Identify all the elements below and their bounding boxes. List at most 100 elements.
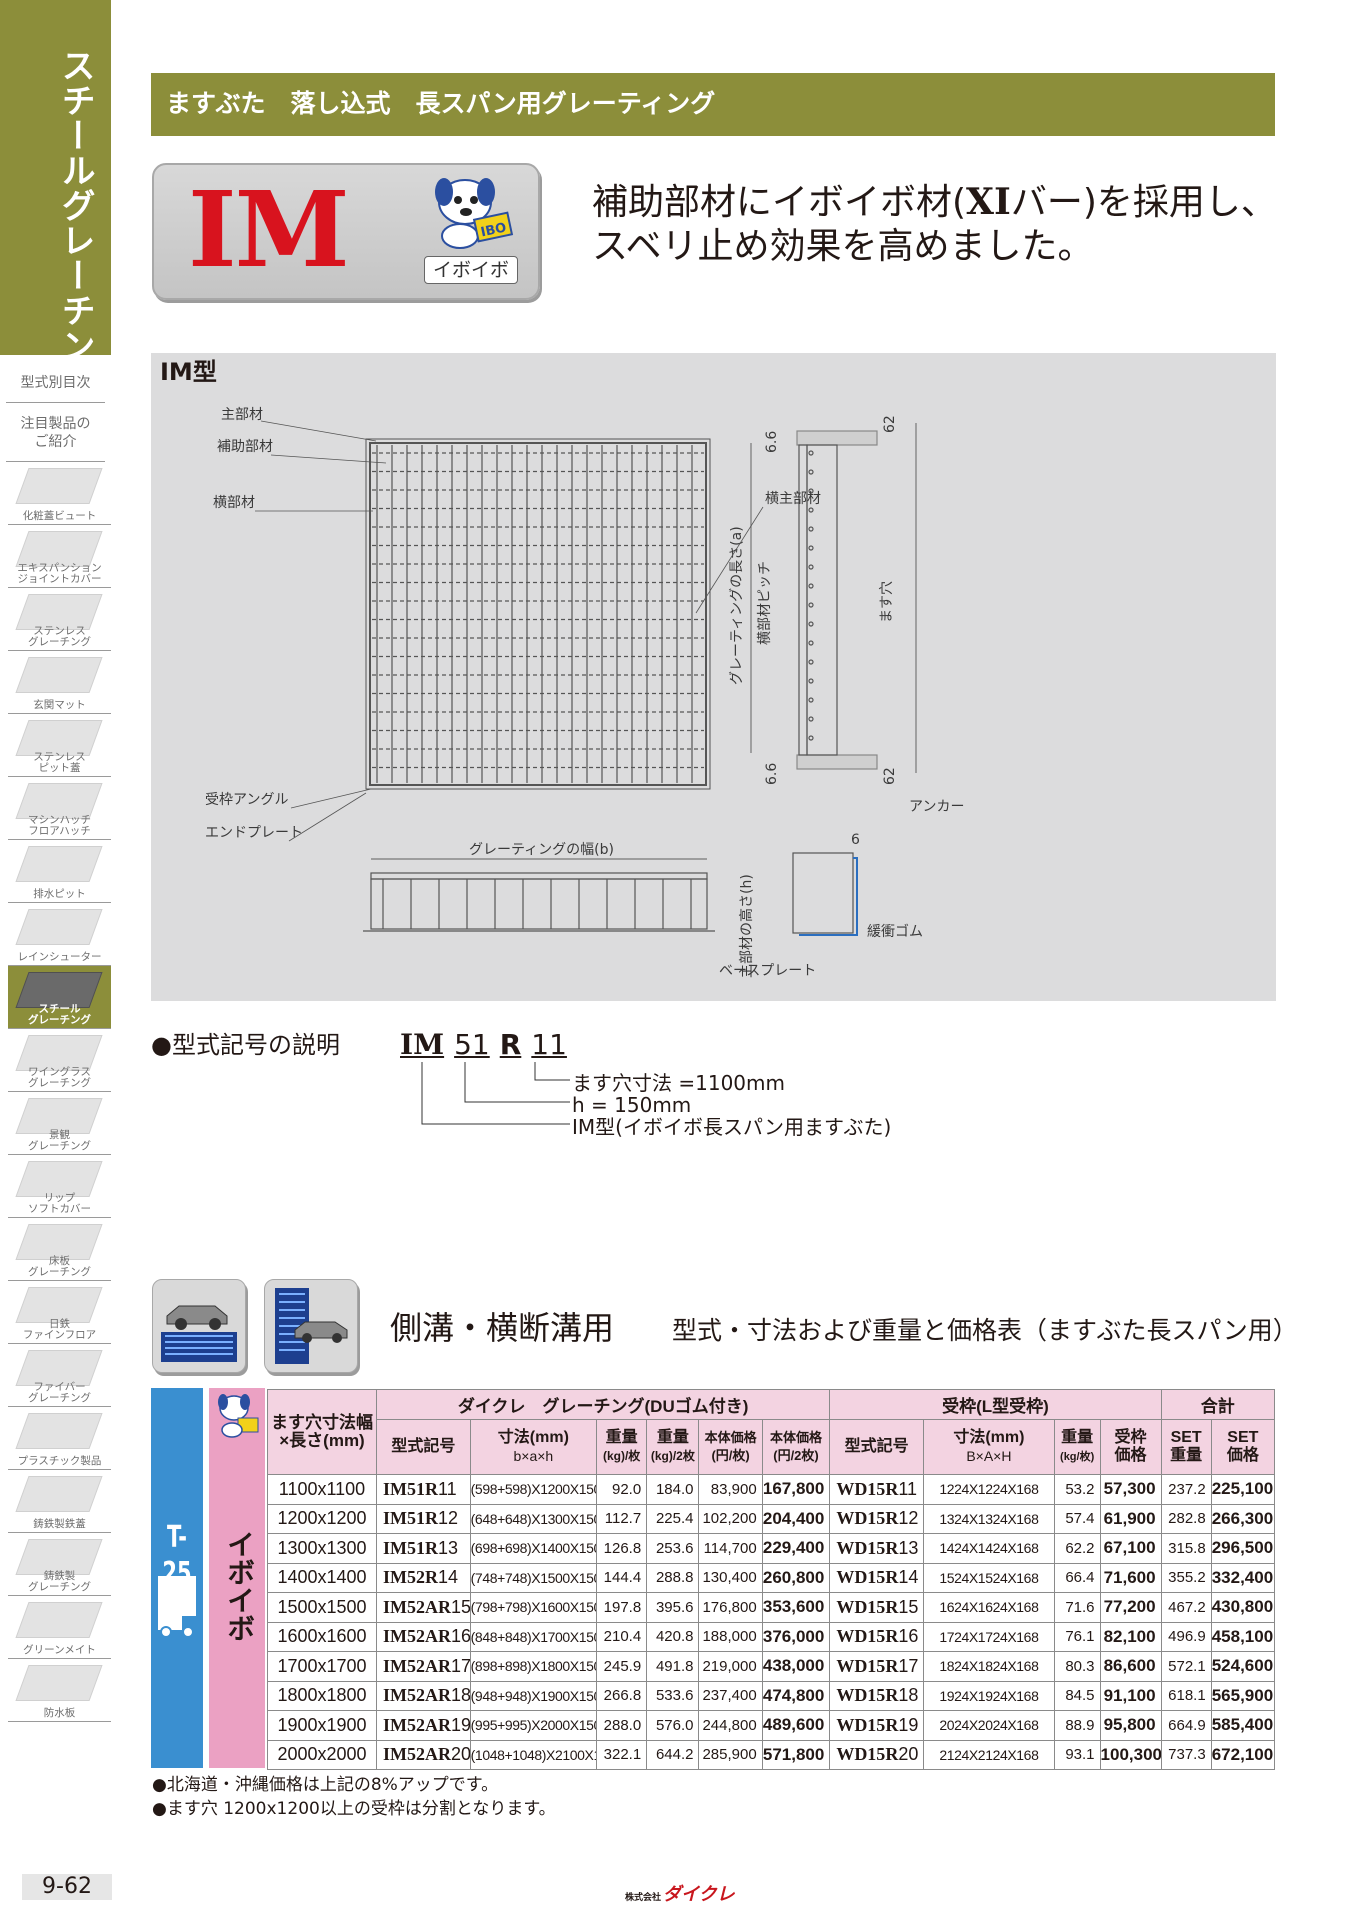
cell-set-price: 430,800 <box>1210 1592 1276 1623</box>
cell-grating-price-2: 353,600 <box>761 1592 831 1623</box>
cell-grating-weight-1: 144.4 <box>596 1562 648 1593</box>
side-tick <box>808 621 814 627</box>
cell-grating-price-1: 114,700 <box>698 1533 763 1564</box>
sidebar-item-19[interactable]: 防水板 <box>8 1659 111 1722</box>
cell-grating-weight-2: 644.2 <box>646 1739 700 1770</box>
label-cross-main-member: 横主部材 <box>765 491 821 507</box>
sidebar-item-label: エキスパンション ジョイントカバー <box>17 562 102 585</box>
sidebar-text-link-1[interactable]: 注目製品の ご紹介 <box>6 403 105 462</box>
sidebar-item-2[interactable]: ステンレス グレーチング <box>8 588 111 651</box>
sidebar-item-17[interactable]: 鋳鉄製 グレーチング <box>8 1533 111 1596</box>
frame-outline <box>365 438 711 790</box>
cell-frame-type-pre: WD15 <box>836 1685 886 1706</box>
price-table: ます穴寸法幅×長さ(mm) ダイクレ グレーチング(DUゴム付き) 受枠(L型受… <box>267 1389 1276 1770</box>
concrete-bottom <box>796 754 878 770</box>
cell-frame-type-pre: WD15 <box>836 1714 886 1735</box>
header-g-w2-unit: (kg)/2枚 <box>650 1449 695 1463</box>
sidebar-nav: 型式別目次注目製品の ご紹介化粧蓋ビュートエキスパンション ジョイントカバーステ… <box>0 362 111 1722</box>
cell-frame-price: 100,300 <box>1099 1739 1162 1770</box>
cell-grating-price-2: 376,000 <box>761 1621 831 1652</box>
header-g-dim-sub: b×a×h <box>513 1447 554 1464</box>
mascot-sign-text: IBO <box>479 220 507 240</box>
sidebar-item-18[interactable]: グリーンメイト <box>8 1596 111 1659</box>
cell-frame-price: 71,600 <box>1099 1562 1162 1593</box>
leader-end-plate <box>288 792 367 842</box>
sidebar-item-14[interactable]: ファイバー グレーチング <box>8 1344 111 1407</box>
sidebar-item-12[interactable]: 床板 グレーチング <box>8 1218 111 1281</box>
leader-cross-main-member <box>695 506 764 614</box>
cell-opening-size: 1900x1900 <box>267 1710 377 1741</box>
cell-frame-price: 61,900 <box>1099 1503 1162 1534</box>
sidebar-item-thumbnail <box>15 846 103 882</box>
cell-set-price: 225,100 <box>1210 1474 1276 1505</box>
cell-opening-size: 2000x2000 <box>267 1739 377 1770</box>
sidebar-item-9[interactable]: ワイングラス グレーチング <box>8 1029 111 1092</box>
cell-grating-type-pre: IM51 <box>382 1537 425 1558</box>
side-grating-body <box>806 444 838 756</box>
section-top-bar <box>370 872 708 880</box>
header-f-dim-label: 寸法(mm) <box>953 1428 1025 1446</box>
cell-frame-weight: 88.9 <box>1053 1710 1101 1741</box>
cell-frame-type-r: R <box>885 1567 899 1588</box>
note-hokkaido: ●北海道・沖縄価格は上記の8%アップです。 <box>152 1775 499 1795</box>
cell-grating-price-1: 130,400 <box>698 1562 763 1593</box>
cell-frame-type: WD15R18 <box>829 1680 925 1711</box>
cell-frame-type-num: 13 <box>898 1537 919 1558</box>
cell-frame-type-num: 11 <box>898 1478 917 1499</box>
header-t-w-label: SET <box>1170 1429 1202 1446</box>
cell-grating-type-r: AR <box>424 1596 451 1617</box>
sidebar-item-6[interactable]: 排水ピット <box>8 840 111 903</box>
cell-frame-type-r: R <box>885 1655 899 1676</box>
cell-set-weight: 282.8 <box>1160 1503 1212 1534</box>
label-height-h: 主部材の高さ(h) <box>738 874 755 978</box>
sidebar-item-15[interactable]: プラスチック製品 <box>8 1407 111 1470</box>
section-header-bar <box>151 73 1275 136</box>
label-aux-member: 補助部材 <box>217 439 273 455</box>
sidebar-item-11[interactable]: リップ ソフトカバー <box>8 1155 111 1218</box>
cell-frame-type-pre: WD15 <box>836 1508 886 1529</box>
sidebar-item-5[interactable]: マシンハッチ フロアハッチ <box>8 777 111 840</box>
tagline-line2: スベリ止め効果を高めました。 <box>592 226 1094 267</box>
side-tick <box>808 450 814 456</box>
sidebar-item-0[interactable]: 化粧蓋ビュート <box>8 462 111 525</box>
cell-grating-weight-2: 225.4 <box>646 1503 700 1534</box>
sidebar-item-4[interactable]: ステンレス ピット蓋 <box>8 714 111 777</box>
header-g-p1-unit: (円/枚) <box>711 1448 750 1463</box>
cell-grating-price-1: 102,200 <box>698 1503 763 1534</box>
cell-grating-type-pre: IM52 <box>382 1626 425 1647</box>
cell-grating-weight-1: 288.0 <box>596 1710 648 1741</box>
sidebar-text-link-0[interactable]: 型式別目次 <box>6 362 105 403</box>
label-anchor: アンカー <box>909 799 964 815</box>
cell-set-price: 332,400 <box>1210 1562 1276 1593</box>
leader-main-member <box>260 420 377 442</box>
cell-grating-type-num: 11 <box>437 1478 457 1499</box>
leader-frame-angle <box>290 788 372 809</box>
cell-opening-size: 1700x1700 <box>267 1651 377 1682</box>
sidebar-item-8[interactable]: スチール グレーチング <box>8 966 111 1029</box>
header-g-w1-unit: (kg)/枚 <box>602 1449 641 1463</box>
sidebar-item-7[interactable]: レインシューター <box>8 903 111 966</box>
code-explanation-heading: ●型式記号の説明 <box>151 1031 340 1059</box>
cell-grating-price-1: 285,900 <box>698 1739 763 1770</box>
sidebar-item-10[interactable]: 景観 グレーチング <box>8 1092 111 1155</box>
sidebar-item-3[interactable]: 玄関マット <box>8 651 111 714</box>
code-part-size: 11 <box>531 1028 567 1061</box>
cell-grating-price-2: 571,800 <box>761 1739 831 1770</box>
sidebar-item-label: ワイングラス グレーチング <box>28 1066 91 1089</box>
cell-grating-weight-1: 245.9 <box>596 1651 648 1682</box>
cell-opening-size: 1600x1600 <box>267 1621 377 1652</box>
truck-icon <box>158 1576 196 1638</box>
cell-frame-type: WD15R15 <box>829 1592 925 1623</box>
cell-frame-price: 86,600 <box>1099 1651 1162 1682</box>
product-tagline: 補助部材にイボイボ材(XIバー)を採用し、 スベリ止め効果を高めました。 <box>592 180 1277 269</box>
label-base-plate: ベースプレート <box>719 963 816 979</box>
cell-grating-type: IM52AR17 <box>375 1651 471 1682</box>
cell-frame-type-pre: WD15 <box>836 1596 886 1617</box>
sidebar-item-13[interactable]: 日鉄 ファインフロア <box>8 1281 111 1344</box>
sidebar-item-1[interactable]: エキスパンション ジョイントカバー <box>8 525 111 588</box>
cell-frame-type-num: 12 <box>898 1508 919 1529</box>
cell-frame-type-num: 18 <box>898 1685 919 1706</box>
sidebar-item-16[interactable]: 鋳鉄製鉄蓋 <box>8 1470 111 1533</box>
sidebar-item-label: 日鉄 ファインフロア <box>22 1318 97 1341</box>
